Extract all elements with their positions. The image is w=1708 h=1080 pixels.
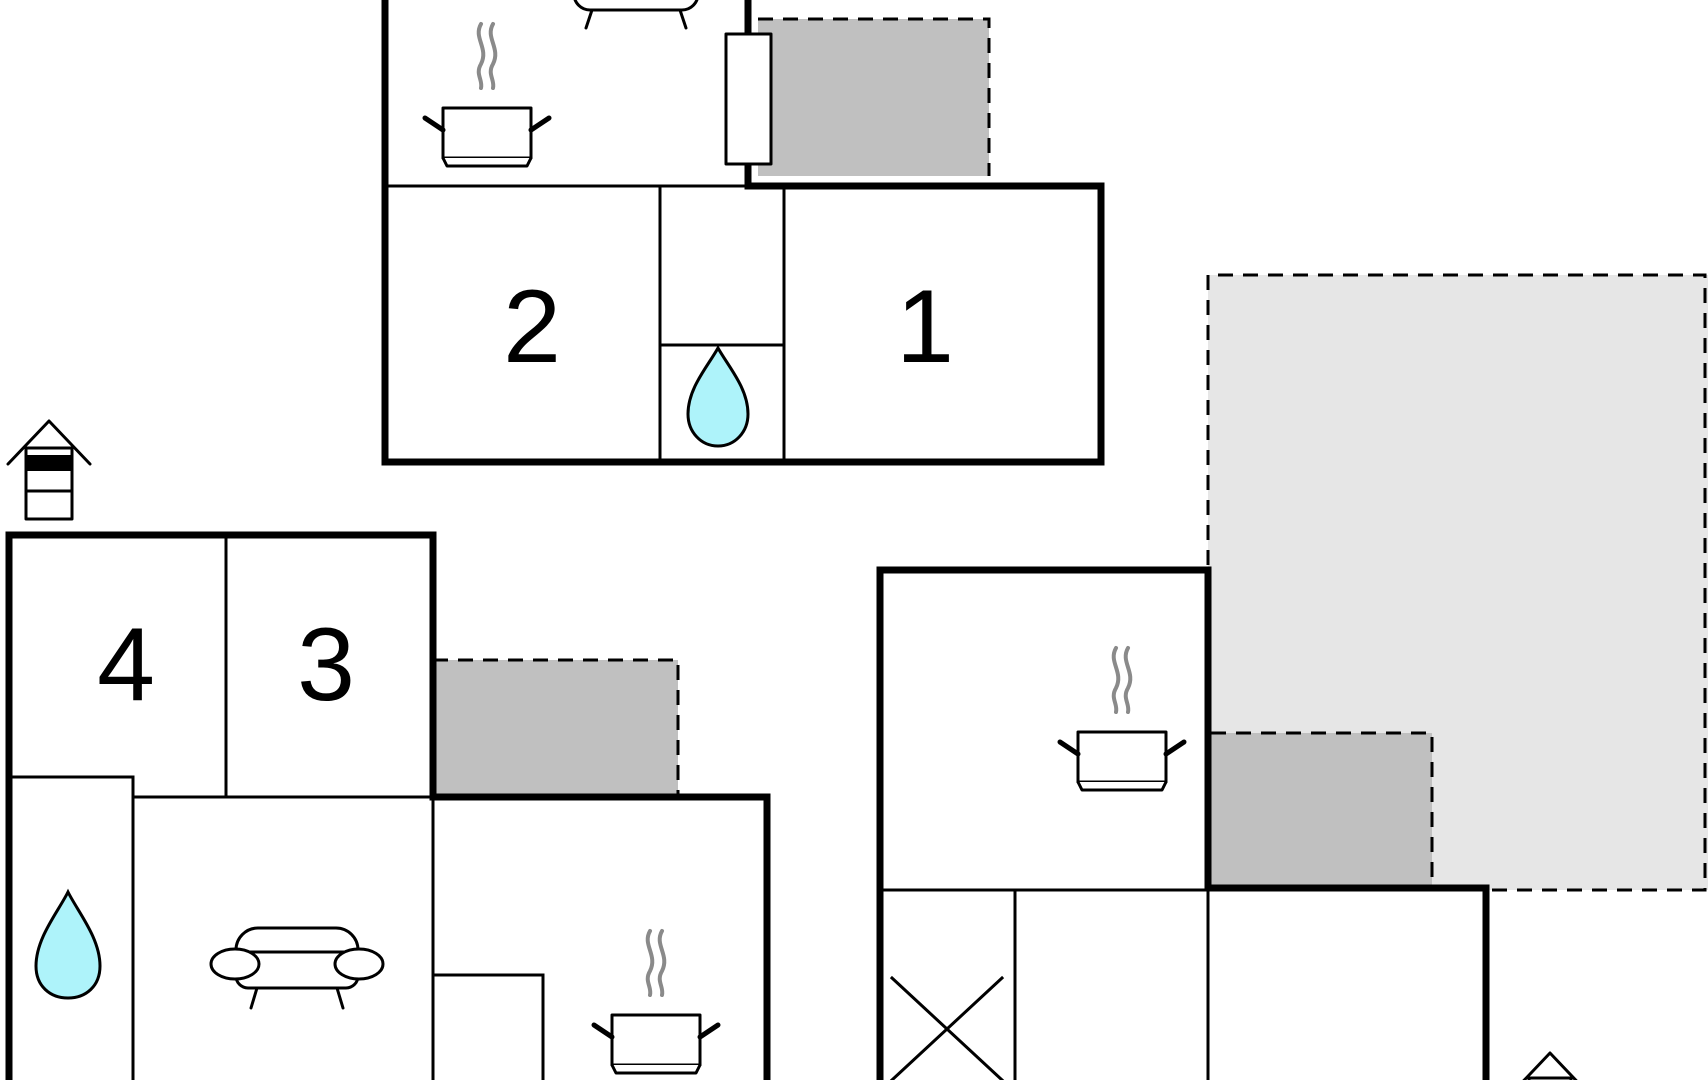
house-entrance-icon — [1522, 1051, 1578, 1080]
water-drop-icon — [686, 344, 750, 448]
sofa-icon — [573, 0, 699, 30]
terraces — [433, 17, 1708, 892]
terrace-top — [758, 19, 989, 176]
bottom-right-building-walls — [876, 566, 1490, 1080]
bottom-left-building-walls — [5, 531, 771, 1080]
room-number-4: 4 — [97, 607, 155, 723]
kitchen-pot-icon — [1057, 646, 1187, 792]
water-drop-icon — [34, 888, 102, 1000]
terrace-left — [433, 660, 678, 795]
kitchen-pot-icon — [591, 929, 721, 1075]
sofa-icon — [209, 926, 385, 1010]
cross-icon — [889, 975, 1005, 1080]
top-building: 2 1 — [381, 0, 1105, 466]
wall-bath-left — [7, 775, 135, 1080]
room-number-2: 2 — [503, 269, 561, 385]
terrace-top-outline — [758, 17, 991, 176]
wall-kitchen-corner — [431, 973, 545, 1080]
terrace-left-outline — [433, 658, 680, 795]
bottom-right-building — [876, 566, 1490, 1080]
kitchen-pot-icon — [422, 22, 552, 168]
door-icon — [724, 32, 773, 166]
room-number-3: 3 — [297, 607, 355, 723]
bottom-left-building: 4 3 — [5, 531, 771, 1080]
room-number-1: 1 — [896, 269, 954, 385]
terrace-right — [1211, 733, 1432, 888]
garden-area-outline — [1206, 273, 1707, 892]
house-entrance-icon — [6, 419, 92, 521]
